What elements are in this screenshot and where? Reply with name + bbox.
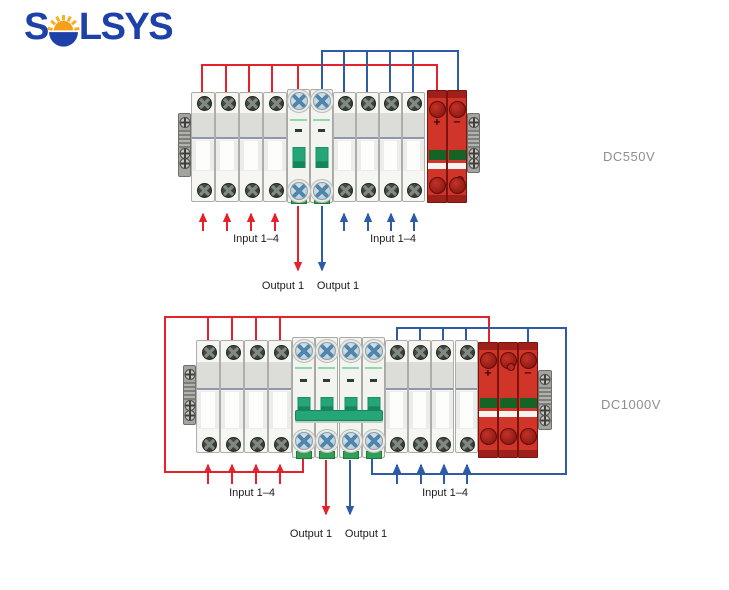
spd-module: + — [478, 342, 498, 458]
breaker-terminal-tab — [318, 451, 335, 459]
fuse-holder — [385, 340, 408, 453]
dc1000v-negative-bus — [371, 327, 567, 475]
breaker-terminal-tab — [342, 451, 359, 459]
spd-plus-marking: + — [483, 368, 493, 379]
breaker-toggle — [297, 397, 310, 411]
breaker-pole — [339, 337, 362, 459]
breaker-pole — [287, 89, 310, 204]
spd-module: − — [518, 342, 538, 458]
fuse-holder — [379, 92, 402, 202]
dc550v-negative-bus — [321, 50, 459, 92]
breaker-toggle — [292, 147, 305, 168]
voltage-label-dc550v: DC550V — [603, 149, 656, 164]
dc550v-input-arrows-left — [198, 212, 280, 231]
end-bracket — [467, 113, 480, 173]
spd-module: − — [447, 90, 467, 203]
input-label-left: Input 1–4 — [229, 487, 275, 499]
fuse-holder — [191, 92, 215, 202]
dc1000v-positive-bus — [164, 316, 490, 473]
solsys-logo: S LSYS — [24, 6, 174, 49]
output-label-red: Output 1 — [261, 280, 305, 292]
fuse-holder — [263, 92, 287, 202]
spd-screw-icon — [507, 363, 515, 371]
spd-plus-marking: + — [432, 117, 442, 128]
breaker-terminal-tab — [295, 451, 312, 459]
bracket-screw-icon — [184, 400, 195, 411]
logo-text-suffix: LSYS — [78, 6, 174, 48]
spd-module: + — [427, 90, 447, 203]
voltage-label-dc1000v: DC1000V — [601, 397, 661, 412]
breaker-tie-bar — [295, 410, 383, 421]
breaker-toggle — [344, 397, 357, 411]
input-label-right: Input 1–4 — [370, 233, 416, 245]
fuse-holder — [455, 340, 478, 453]
breaker-terminal-tab — [290, 196, 307, 204]
fuse-holder — [239, 92, 263, 202]
input-label-right: Input 1–4 — [422, 487, 468, 499]
fuse-holder — [408, 340, 431, 453]
fuse-holder — [215, 92, 239, 202]
breaker-pole — [362, 337, 385, 459]
dc1000v-input-arrows-right — [392, 463, 472, 484]
input-label-left: Input 1–4 — [233, 233, 279, 245]
dc550v-positive-bus — [201, 64, 438, 92]
dc1000v-input-arrows-left — [203, 463, 285, 484]
fuse-holder — [244, 340, 268, 453]
breaker-toggle — [367, 397, 380, 411]
fuse-holder — [333, 92, 356, 202]
end-bracket — [178, 113, 191, 177]
breaker-toggle — [315, 147, 328, 168]
dc550v-input-arrows-right — [339, 212, 419, 231]
fuse-holder — [402, 92, 425, 202]
bracket-screw-icon — [468, 148, 479, 159]
breaker-terminal-tab — [365, 451, 382, 459]
spd-screw-icon — [456, 176, 464, 184]
spd-minus-marking: − — [452, 117, 462, 128]
bracket-screw-icon — [539, 405, 551, 416]
breaker-pole — [292, 337, 315, 459]
breaker-terminal-tab — [313, 196, 330, 204]
logo-text-prefix: S — [24, 6, 49, 48]
breaker-pole — [310, 89, 333, 204]
spd-minus-marking: − — [523, 368, 533, 379]
breaker-pole — [315, 337, 338, 459]
fuse-holder — [196, 340, 220, 453]
solsys-sun-icon — [47, 15, 80, 47]
end-bracket — [538, 370, 552, 430]
fuse-holder — [220, 340, 244, 453]
fuse-holder — [268, 340, 292, 453]
bracket-screw-icon — [179, 148, 190, 159]
output-label-blue: Output 1 — [344, 528, 388, 540]
spd-module — [498, 342, 518, 458]
breaker-toggle — [320, 397, 333, 411]
output-label-red: Output 1 — [289, 528, 333, 540]
output-label-blue: Output 1 — [316, 280, 360, 292]
fuse-holder — [431, 340, 454, 453]
end-bracket — [183, 365, 196, 425]
fuse-holder — [356, 92, 379, 202]
